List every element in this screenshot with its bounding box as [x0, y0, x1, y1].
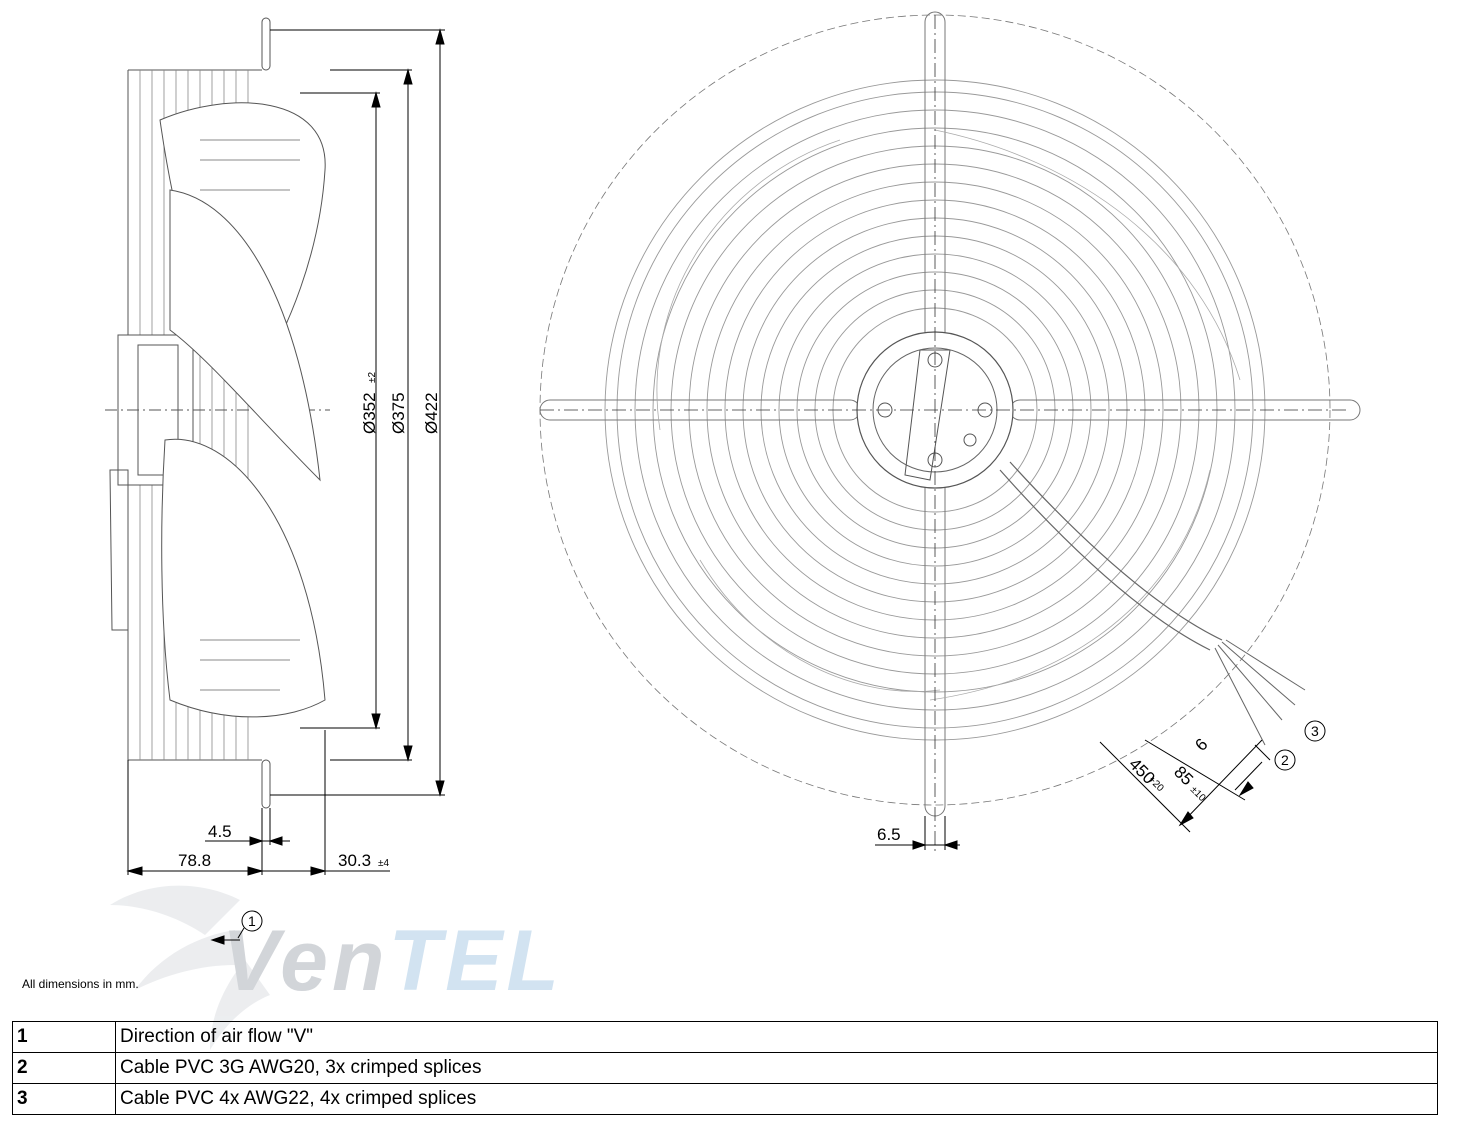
dim-6-5: 6.5 — [877, 825, 901, 844]
callout-2: 2 — [1281, 752, 1289, 768]
legend-text: Direction of air flow "V" — [115, 1021, 1438, 1053]
watermark-text: VenTEL — [222, 913, 563, 1009]
front-dimension-labels: 6.5 6 85 ±10 450 +20 2 3 — [877, 723, 1319, 844]
front-view — [539, 11, 1361, 855]
front-dimensions — [875, 720, 1326, 850]
table-row: 1 Direction of air flow "V" — [12, 1021, 1438, 1053]
callout-3: 3 — [1311, 723, 1319, 739]
dim-diameter-352-tolerance: ±2 — [367, 372, 378, 383]
table-row: 2 Cable PVC 3G AWG20, 3x crimped splices — [12, 1052, 1438, 1084]
table-row: 3 Cable PVC 4x AWG22, 4x crimped splices — [12, 1083, 1438, 1115]
units-note: All dimensions in mm. — [22, 977, 139, 991]
side-view — [105, 17, 330, 809]
dim-6: 6 — [1191, 735, 1211, 755]
callout-1: 1 — [248, 913, 256, 929]
side-dimensions — [126, 28, 445, 945]
dim-78-8: 78.8 — [178, 851, 211, 870]
dim-diameter-375: Ø375 — [389, 392, 408, 434]
dim-4-5: 4.5 — [208, 822, 232, 841]
dim-diameter-352: Ø352 — [360, 392, 379, 434]
legend-table: 1 Direction of air flow "V" 2 Cable PVC … — [12, 1021, 1438, 1115]
dim-85-tolerance: ±10 — [1188, 784, 1208, 804]
legend-number: 1 — [12, 1021, 116, 1053]
legend-text: Cable PVC 3G AWG20, 3x crimped splices — [115, 1052, 1438, 1084]
legend-number: 3 — [12, 1083, 116, 1115]
legend-text: Cable PVC 4x AWG22, 4x crimped splices — [115, 1083, 1438, 1115]
dim-30-3: 30.3 — [338, 851, 371, 870]
dim-diameter-422: Ø422 — [422, 392, 441, 434]
side-dimension-labels: Ø352 ±2 Ø375 Ø422 4.5 78.8 30.3 ±4 1 — [178, 372, 441, 929]
ventel-watermark: VenTEL — [110, 885, 563, 1050]
legend-number: 2 — [12, 1052, 116, 1084]
dim-30-3-tolerance: ±4 — [378, 858, 389, 869]
dim-85: 85 — [1170, 762, 1197, 789]
